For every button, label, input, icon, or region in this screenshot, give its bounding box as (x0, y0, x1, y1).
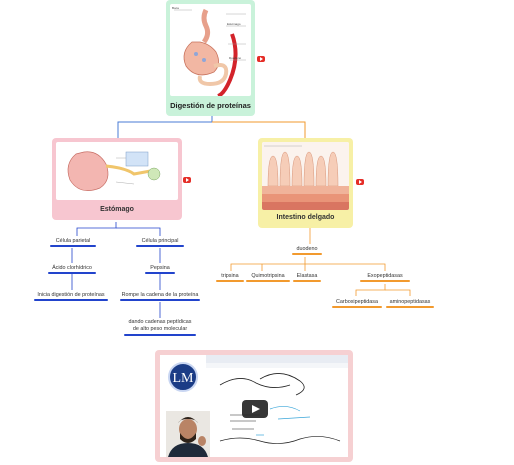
intestine-villi-illustration (262, 142, 349, 210)
stomach-topic-card[interactable]: Estómago (52, 138, 182, 220)
presenter-image (166, 411, 210, 457)
node-aminopeptidasas[interactable]: aminopeptidasas (386, 299, 434, 308)
node-carboxipeptidasa[interactable]: Carboxipeptidasa (332, 299, 382, 308)
video-play-icon[interactable] (242, 400, 268, 418)
node-exopeptidasas[interactable]: Exopeptidasas (360, 273, 410, 282)
small-intestine-topic-card[interactable]: Intestino delgado (258, 138, 353, 228)
intestine-title: Intestino delgado (276, 214, 335, 221)
video-screen: LM (160, 355, 348, 457)
node-elastasa[interactable]: Elastasa (293, 273, 321, 282)
node-duodeno[interactable]: duodeno (292, 246, 322, 255)
svg-text:Estómago: Estómago (227, 22, 241, 26)
root-topic-card[interactable]: Boca Estómago Duodeno Digestión de prote… (166, 0, 255, 116)
node-celula-parietal[interactable]: Célula parietal (50, 238, 96, 247)
node-cadenas-peptidicas[interactable]: dando cadenas peptídicas de alto peso mo… (124, 319, 196, 336)
node-acido-clorhidrico[interactable]: Ácido clorhídrico (48, 265, 96, 274)
lm-logo: LM (168, 362, 198, 392)
digestive-tract-illustration: Boca Estómago Duodeno (170, 4, 251, 96)
stomach-title: Estómago (100, 206, 134, 213)
node-quimotripsina[interactable]: Quimotripsina (246, 273, 290, 282)
youtube-play-icon[interactable] (356, 179, 364, 185)
video-thumbnail[interactable]: LM (155, 350, 353, 462)
svg-text:Boca: Boca (172, 6, 179, 10)
node-rompe-cadena[interactable]: Rompe la cadena de la proteína (120, 292, 200, 301)
node-pepsina[interactable]: Pepsina (145, 265, 175, 274)
youtube-play-icon[interactable] (183, 177, 191, 183)
stomach-illustration (56, 142, 178, 200)
svg-text:Duodeno: Duodeno (229, 56, 242, 60)
node-celula-principal[interactable]: Célula principal (136, 238, 184, 247)
youtube-play-icon[interactable] (257, 56, 265, 62)
root-title: Digestión de proteínas (170, 101, 251, 110)
node-inicia-digestion[interactable]: Inicia digestión de proteínas (34, 292, 108, 301)
node-tripsina[interactable]: tripsina (216, 273, 244, 282)
